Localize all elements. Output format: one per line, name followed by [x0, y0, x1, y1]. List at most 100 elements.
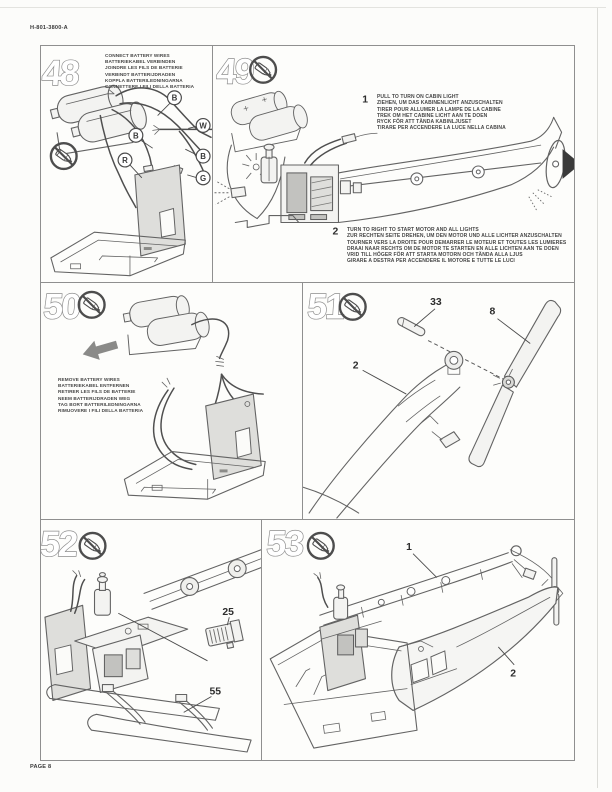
step-50-art: 50	[41, 286, 266, 500]
no-cement-icon	[78, 531, 107, 560]
shaft-bearing	[471, 165, 485, 179]
instruction-line: TIRARE PER ACCENDERE LA LUCE NELLA CABIN…	[377, 125, 506, 132]
step-53-panel: 53	[261, 519, 575, 761]
step-48-panel: 48	[40, 45, 213, 283]
instruction-line: CONNECT BATTERY WIRES	[105, 53, 170, 58]
step-49-action1-text: PULL TO TURN ON CABIN LIGHT ZIEHEN, UM D…	[377, 94, 506, 132]
instruction-line: DRAAI NAAR RECHTS OM DE MOTOR TE STARTEN…	[347, 245, 559, 252]
landing-skids	[46, 684, 252, 753]
instruction-line: TOURNER VERS LA DROITE POUR DEMARRER LE …	[347, 239, 567, 246]
leader-8	[497, 318, 531, 344]
instruction-line: CONNETTERE I FILI DELLA BATTERIA	[105, 84, 195, 90]
instruction-line: RYCK FÖR ATT TÄNDA KABINLJUSET	[377, 119, 472, 126]
leader-55	[183, 696, 212, 713]
instruction-line: JOINDRE LES FILS DE BATTERIE	[105, 65, 183, 71]
instruction-line: GIRARE A DESTRA PER ACCENDERE IL MOTORE …	[347, 258, 515, 265]
instruction-line: TURN TO RIGHT TO START MOTOR AND ALL LIG…	[347, 227, 479, 233]
step-50-panel: 50	[40, 282, 303, 520]
battery-door-panel	[205, 393, 262, 480]
wire-label-r: R	[117, 152, 133, 168]
cabin-wall	[226, 144, 286, 220]
leader-2	[497, 646, 515, 666]
battery-wires	[152, 318, 264, 471]
step-50-instructions: REMOVE BATTERY WIRES BATTERIEKABEL ENTFE…	[58, 377, 143, 414]
battery-hatch-25	[205, 619, 244, 649]
svg-text:B: B	[172, 94, 178, 103]
svg-text:B: B	[133, 131, 139, 140]
step-49-art: 49	[213, 51, 574, 237]
tail-skid	[439, 431, 461, 449]
instruction-line: VERBINDT BATTERIJDRADEN	[105, 71, 176, 77]
action-marker-2: 2	[333, 226, 339, 237]
fuselage-half	[391, 586, 564, 712]
instruction-line: ZIEHEN, UM DAS KABINENLICHT ANZUSCHALTEN	[377, 100, 503, 107]
wire-callouts: B W B B G R	[117, 90, 211, 186]
floor-panel	[50, 231, 186, 277]
part-label-8: 8	[490, 307, 496, 318]
rotor-shaft-pin	[397, 316, 426, 337]
no-cement-icon	[249, 55, 278, 84]
instruction-line: REMOVE BATTERY WIRES	[58, 377, 120, 382]
instruction-line: ZUR RECHTEN SEITE DREHEN, UM DEN MOTOR U…	[347, 233, 562, 240]
instruction-line: BATTERIEKABEL VERBINDEN	[105, 59, 176, 65]
gearbox-assembly	[44, 570, 189, 701]
boom-wheel	[227, 559, 247, 579]
landing-light	[213, 180, 247, 206]
no-cement-icon	[306, 531, 335, 560]
svg-text:B: B	[200, 152, 206, 161]
step-48-instructions: CONNECT BATTERY WIRES BATTERIEKABEL VERB…	[105, 53, 194, 90]
svg-text:R: R	[122, 156, 128, 165]
step-52-panel: 52	[40, 519, 262, 761]
step-51-panel: 51	[302, 282, 575, 520]
leader-33	[413, 308, 436, 327]
instruction-line: TREK OM HET CABINE LICHT AAN TE DOEN	[377, 112, 488, 119]
part-label-2: 2	[510, 669, 516, 680]
page-number: PAGE 8	[30, 764, 52, 770]
tail-light-rays	[528, 189, 552, 211]
no-cement-icon	[49, 142, 78, 171]
instruction-line: BATTERIEKABEL ENTFERNEN	[58, 383, 130, 389]
tail-fin	[303, 359, 461, 519]
battery-door-panel	[134, 164, 186, 257]
wire-label-g: G	[195, 170, 211, 186]
part-label-2: 2	[353, 360, 359, 371]
wire-label-b-mid: B	[128, 127, 144, 143]
step-53-art: 53	[264, 523, 564, 749]
part-label-1: 1	[406, 542, 412, 553]
no-cement-icon	[338, 292, 367, 321]
assembly-leader	[118, 612, 208, 662]
wire-label-b-right: B	[195, 148, 211, 164]
instruction-line: RETIRER LES FILS DE BATTERIE	[58, 389, 136, 395]
instruction-line: RIMUOVERE I FILI DELLA BATTERIA	[58, 408, 144, 414]
wire-label-w: W	[195, 117, 211, 133]
motor-box	[280, 164, 340, 224]
tail-boom	[143, 549, 261, 610]
step-number: 48	[41, 53, 80, 93]
leader-25	[226, 617, 230, 626]
tail-rotor-blades	[468, 299, 562, 468]
remove-direction-arrow	[82, 340, 119, 360]
action-marker-1: 1	[362, 95, 368, 106]
shaft-bearing	[410, 172, 424, 186]
gearbox-assembly	[313, 572, 382, 692]
instruction-line: TIRER POUR ALLUMER LA LAMPE DE LA CABINE	[377, 106, 501, 113]
switch-wires	[304, 132, 378, 166]
part-label-55: 55	[209, 687, 221, 698]
instruction-line: KOPPLA BATTERILEDNINGARNA	[105, 77, 183, 83]
step-number: 49	[215, 52, 255, 92]
step-48-art: 48	[41, 52, 212, 277]
step-52-art: 52	[41, 523, 261, 753]
no-cement-icon	[77, 290, 106, 319]
instruction-line: VRID TILL HÖGER FÖR ATT STARTA MOTORN OC…	[347, 252, 523, 259]
part-label-33: 33	[430, 297, 442, 308]
step-number: 50	[42, 287, 82, 327]
motor-bottle	[93, 572, 111, 616]
step-number: 52	[41, 524, 79, 564]
svg-text:G: G	[200, 174, 206, 183]
rotor-hub-mount	[444, 350, 464, 375]
page-top-edge	[0, 7, 606, 8]
step-49-action2-text: TURN TO RIGHT TO START MOTOR AND ALL LIG…	[347, 227, 566, 265]
instruction-line: PULL TO TURN ON CABIN LIGHT	[377, 94, 459, 100]
battery-pack	[49, 84, 147, 155]
